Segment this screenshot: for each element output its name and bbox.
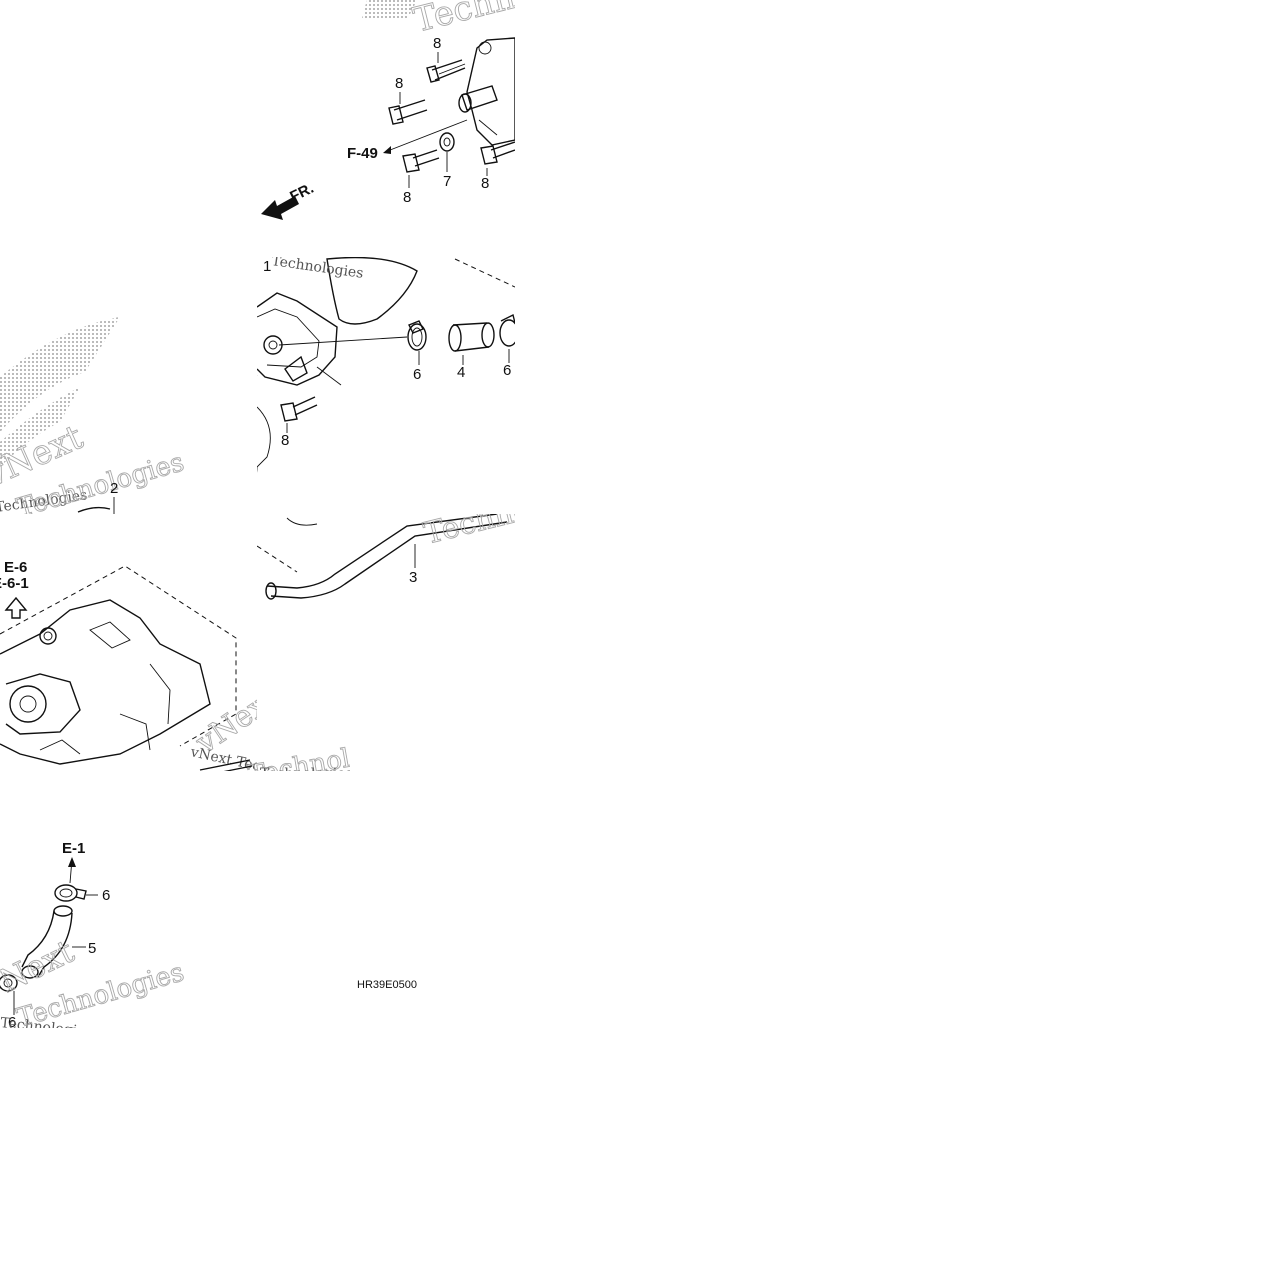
- watermark-text: Technologies: [270, 257, 364, 282]
- bolt-lower: [402, 149, 440, 173]
- front-direction-arrow: [261, 196, 299, 220]
- tile-d-drawing: Technologies E-6 E-6-1: [0, 514, 258, 771]
- callout-8: 8: [395, 75, 403, 92]
- watermark-text: Technologies: [420, 514, 515, 552]
- honda-wing-fragment: [0, 387, 80, 467]
- hose-clamp: [407, 320, 427, 351]
- hose-bent: [21, 905, 73, 979]
- honda-wing-fragment: [0, 317, 120, 432]
- tile-a-drawing: Technologies: [261, 0, 515, 220]
- water-pump-body: [0, 599, 211, 765]
- ref-e6: E-6: [4, 559, 27, 576]
- callout-4: 4: [457, 364, 465, 381]
- callout-3: 3: [409, 569, 417, 586]
- callout-8: 8: [281, 432, 289, 449]
- callout-8: 8: [433, 35, 441, 52]
- tile-thermostat-housing: Technologies: [257, 0, 515, 257]
- tile-diagram-code: HR39E0500: [257, 771, 515, 1028]
- callout-8: 8: [403, 189, 411, 206]
- bolt-upper: [426, 59, 466, 83]
- callout-1: 1: [263, 258, 271, 275]
- callout-6: 6: [102, 887, 110, 904]
- reference-up-arrow: [4, 596, 28, 619]
- honda-wing-fragment: [362, 0, 417, 20]
- callout-5: 5: [88, 940, 96, 957]
- bolt-left: [388, 99, 428, 125]
- hose-clamp: [499, 313, 515, 347]
- thermostat-housing: [458, 37, 515, 146]
- hose-short: [448, 322, 495, 352]
- o-ring: [326, 257, 418, 325]
- callout-6: 6: [413, 366, 421, 383]
- water-pipe: [265, 514, 508, 600]
- callout-6: 6: [8, 1014, 16, 1028]
- tile-h-drawing: HR39E0500: [357, 979, 417, 991]
- ref-f49: F-49: [347, 145, 378, 162]
- tile-c-drawing: Technologies 1 6 4 6 8: [257, 257, 515, 473]
- tile-g-drawing: E-1 6 5: [0, 840, 188, 1028]
- washer: [439, 132, 455, 152]
- tile-b-drawing: vNext Technologies Technologies 2: [0, 317, 188, 514]
- callout-7: 7: [443, 173, 451, 190]
- watermark-text: Technologies: [0, 514, 86, 518]
- hose-clamp: [0, 974, 18, 992]
- water-pump-cover: [257, 292, 342, 473]
- callout-2: 2: [110, 480, 118, 497]
- watermark-text: Technologies: [410, 0, 515, 41]
- bolt: [280, 396, 318, 422]
- tile-small-hose: E-1 6 5: [0, 771, 258, 1028]
- tile-e-drawing: 3 Technologies: [257, 514, 515, 600]
- tile-water-pump: Technologies E-6 E-6-1: [0, 514, 258, 771]
- ref-e1: E-1: [62, 840, 85, 857]
- diagram-code: HR39E0500: [357, 979, 417, 991]
- bolt-lower-right: [480, 141, 515, 165]
- ref-e6-1: E-6-1: [0, 575, 29, 592]
- callout-6: 6: [503, 362, 511, 379]
- callout-8: 8: [481, 175, 489, 192]
- tile-logo-left: vNext Technologies Technologies 2: [0, 257, 258, 514]
- tile-water-hose: Technologies 1 6 4 6 8: [257, 257, 515, 514]
- hose-clamp: [54, 884, 87, 902]
- tile-water-pipe: 3 Technologies: [257, 514, 515, 771]
